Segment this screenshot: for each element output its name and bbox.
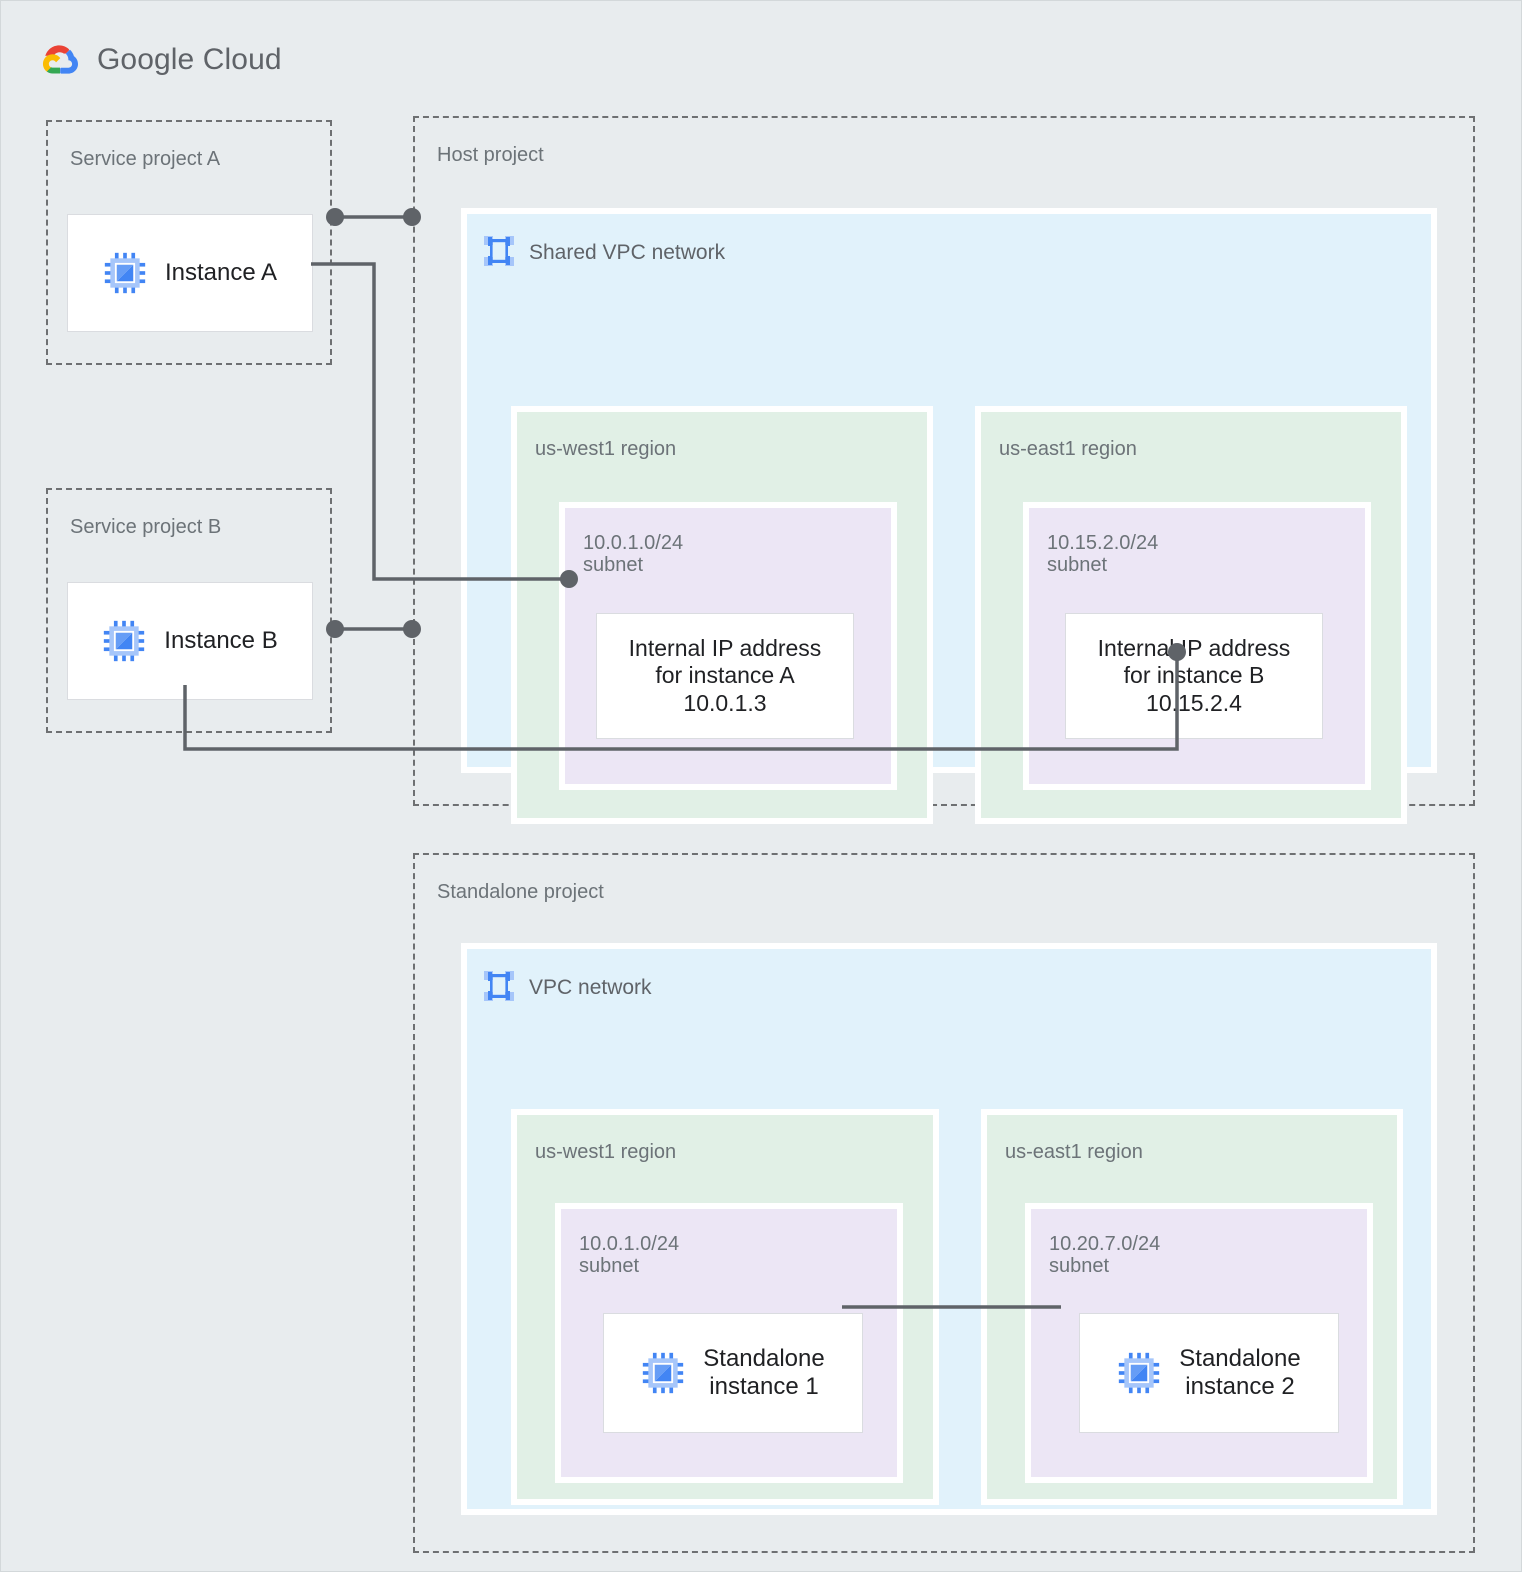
ip-card-internal-ip-instance-b[interactable]: Internal IP address for instance B 10.15… (1065, 613, 1323, 739)
instance-card-instance-a[interactable]: Instance A (67, 214, 313, 332)
region-label-standalone-us-west1: us-west1 region (535, 1141, 677, 1163)
google-cloud-wordmark: Google Cloud (97, 43, 282, 77)
google-cloud-logo-icon (37, 40, 83, 80)
google-cloud-logo: Google Cloud (37, 37, 282, 83)
region-standalone-us-west1[interactable]: us-west1 region 10.0.1.0/24 subnet (511, 1109, 939, 1505)
vm-instance-icon (102, 619, 146, 663)
network-standalone-vpc[interactable]: VPC network us-west1 region 10.0.1.0/24 … (461, 943, 1437, 1515)
project-label-service-project-a: Service project A (70, 148, 221, 170)
project-standalone-project[interactable]: Standalone project (413, 853, 1475, 1553)
vm-instance-icon (103, 251, 147, 295)
network-shared-vpc[interactable]: Shared VPC network us-west1 region 10.0.… (461, 208, 1437, 824)
vm-instance-icon (1117, 1351, 1161, 1395)
vm-instance-icon (641, 1351, 685, 1395)
instance-label-standalone-instance-1: Standalone instance 1 (703, 1344, 825, 1400)
region-label-host-us-west1: us-west1 region (535, 438, 677, 460)
instance-label-standalone-instance-2: Standalone instance 2 (1179, 1344, 1301, 1400)
instance-card-standalone-instance-1[interactable]: Standalone instance 1 (603, 1313, 863, 1433)
ip-card-label-instance-b: Internal IP address for instance B 10.15… (1097, 635, 1291, 716)
ip-card-label-instance-a: Internal IP address for instance A 10.0.… (628, 635, 822, 716)
project-label-service-project-b: Service project B (70, 516, 222, 538)
instance-card-instance-b[interactable]: Instance B (67, 582, 313, 700)
subnet-label-host-us-east1: 10.15.2.0/24 subnet (1047, 532, 1159, 577)
brand-name-bold: Google (97, 43, 195, 76)
subnet-standalone-us-east1[interactable]: 10.20.7.0/24 subnet (1025, 1203, 1373, 1483)
region-host-us-west1[interactable]: us-west1 region 10.0.1.0/24 subnet Inter… (511, 406, 933, 824)
ip-card-internal-ip-instance-a[interactable]: Internal IP address for instance A 10.0.… (596, 613, 854, 739)
subnet-host-us-east1[interactable]: 10.15.2.0/24 subnet Internal IP address … (1023, 502, 1371, 790)
instance-label-instance-b: Instance B (164, 626, 278, 654)
project-label-host-project: Host project (437, 144, 544, 166)
project-label-standalone-project: Standalone project (437, 881, 604, 903)
region-standalone-us-east1[interactable]: us-east1 region 10.20.7.0/24 subnet (981, 1109, 1403, 1505)
region-host-us-east1[interactable]: us-east1 region 10.15.2.0/24 subnet Inte… (975, 406, 1407, 824)
instance-label-instance-a: Instance A (164, 258, 278, 286)
project-service-project-a[interactable]: Service project A Instance A (46, 120, 332, 365)
network-label-standalone-vpc: VPC network (529, 976, 652, 999)
vpc-network-icon (483, 970, 515, 1007)
subnet-label-standalone-us-east1: 10.20.7.0/24 subnet (1049, 1233, 1161, 1278)
subnet-standalone-us-west1[interactable]: 10.0.1.0/24 subnet (555, 1203, 903, 1483)
region-label-standalone-us-east1: us-east1 region (1005, 1141, 1143, 1163)
project-host-project[interactable]: Host project (413, 116, 1475, 824)
vpc-network-icon (483, 235, 515, 272)
instance-card-standalone-instance-2[interactable]: Standalone instance 2 (1079, 1313, 1339, 1433)
subnet-label-host-us-west1: 10.0.1.0/24 subnet (583, 532, 684, 577)
network-header-shared-vpc: Shared VPC network (483, 235, 726, 272)
project-service-project-b[interactable]: Service project B Instance B (46, 488, 332, 733)
network-header-standalone-vpc: VPC network (483, 970, 652, 1007)
region-label-host-us-east1: us-east1 region (999, 438, 1137, 460)
network-label-shared-vpc: Shared VPC network (529, 241, 726, 264)
subnet-host-us-west1[interactable]: 10.0.1.0/24 subnet Internal IP address f… (559, 502, 897, 790)
subnet-label-standalone-us-west1: 10.0.1.0/24 subnet (579, 1233, 680, 1278)
brand-name-light: Cloud (194, 43, 282, 76)
